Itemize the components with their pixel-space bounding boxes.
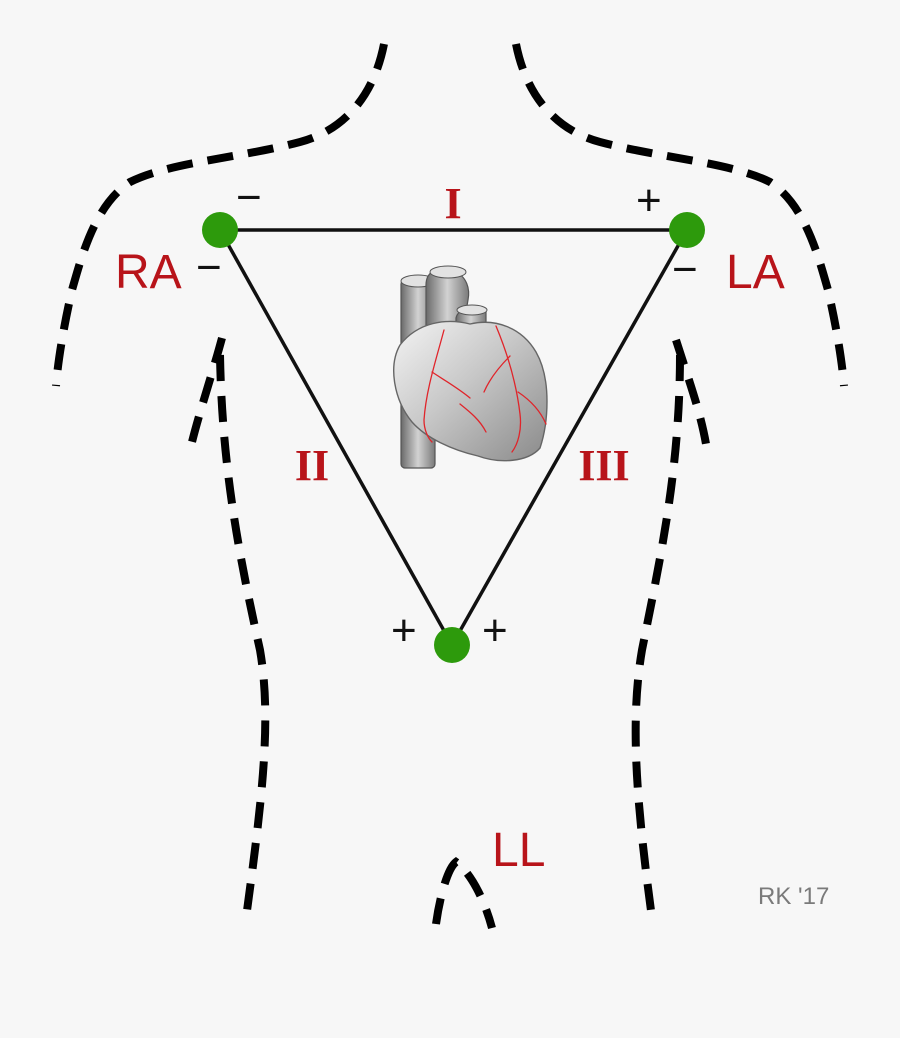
right-shoulder-outline	[512, 43, 848, 387]
body-outline	[52, 43, 848, 930]
left-shoulder-outline	[52, 43, 388, 387]
heart-icon	[393, 265, 548, 469]
electrode-ra	[202, 212, 238, 248]
polarity-ll-right: +	[482, 606, 508, 655]
lead-label-3: III	[578, 441, 629, 490]
electrode-la	[669, 212, 705, 248]
lead-label-1: I	[444, 179, 461, 228]
limb-label-ll: LL	[492, 824, 545, 877]
lead-line-3	[450, 229, 689, 646]
limb-label-la: LA	[726, 246, 785, 299]
polarity-ra-left: −	[196, 243, 222, 292]
polarity-ll-left: +	[391, 606, 417, 655]
polarity-ra-top: −	[236, 173, 262, 222]
lead-label-2: II	[295, 441, 329, 490]
signature: RK '17	[758, 883, 829, 910]
electrode-ll	[434, 627, 470, 663]
limb-label-ra: RA	[115, 246, 182, 299]
left-armpit-outline	[188, 336, 226, 443]
polarity-la-right: −	[672, 245, 698, 294]
polarity-la-top: +	[636, 176, 662, 225]
left-side-outline	[216, 354, 270, 919]
lead-triangle	[218, 228, 689, 646]
right-armpit-outline	[672, 338, 710, 445]
navel-outline	[432, 857, 496, 930]
right-side-outline	[631, 354, 684, 919]
lead-line-2	[218, 229, 454, 646]
